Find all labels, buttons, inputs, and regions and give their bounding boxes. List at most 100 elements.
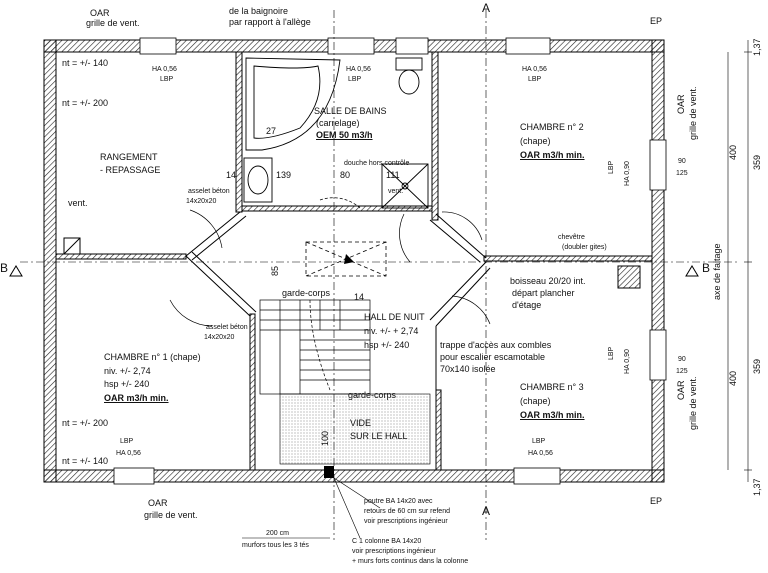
murs-forts-label: + murs forts continus dans la colonne xyxy=(352,558,469,565)
nt200-bottom: nt = +/- 200 xyxy=(62,418,109,428)
allege-label: par rapport à l'allège xyxy=(229,17,311,27)
vide-line1: VIDE xyxy=(350,418,372,428)
rangement-sub: - REPASSAGE xyxy=(100,165,161,175)
ch3-floor: (chape) xyxy=(520,396,551,406)
ha-label-2: HA 0,56 xyxy=(346,66,371,73)
asselet-2b: 14x20x20 xyxy=(204,334,235,341)
nt140-top: nt = +/- 140 xyxy=(62,58,109,68)
ha-label-1: HA 0,56 xyxy=(152,66,177,73)
section-b-left: B xyxy=(0,261,9,275)
lbp-label-5: LBP xyxy=(532,438,546,445)
voir-presc-2: voir prescriptions ingénieur xyxy=(352,548,436,555)
boisseau-label: boisseau 20/20 int. xyxy=(510,276,586,286)
dim-14-b: 14 xyxy=(354,292,365,302)
garde-corps-1: garde-corps xyxy=(282,288,331,298)
chevetre-label: chevêtre xyxy=(558,234,585,241)
vent-shower: vent. xyxy=(388,188,404,195)
detage-label: d'étage xyxy=(512,300,542,310)
dim-137-a: 1,37 xyxy=(752,38,762,56)
chimney xyxy=(617,265,641,289)
ch3-vent: OAR m3/h min. xyxy=(520,410,585,420)
oar-label-top: OAR xyxy=(90,8,110,18)
section-a-bottom: A xyxy=(482,504,491,518)
lbp-right-2: LBP xyxy=(608,346,615,360)
lbp-label-2: LBP xyxy=(348,76,362,83)
hall-name: HALL DE NUIT xyxy=(364,312,425,322)
lbp-label-1: LBP xyxy=(160,76,174,83)
ch3-name: CHAMBRE n° 3 xyxy=(520,382,584,392)
void-area xyxy=(279,393,431,465)
ch1-hsp: hsp +/- 240 xyxy=(104,379,150,389)
sdb-name: SALLE DE BAINS xyxy=(314,106,387,116)
dim-80: 80 xyxy=(340,170,351,180)
retours-label: retours de 60 cm sur refend xyxy=(364,508,450,515)
grille-right-1: grille de vent. xyxy=(688,86,698,140)
staircase xyxy=(259,299,371,395)
dim-100: 100 xyxy=(320,430,330,446)
grille-label-top: grille de vent. xyxy=(86,18,140,28)
oar-right-2: OAR xyxy=(676,380,686,400)
section-a-top: A xyxy=(482,1,491,15)
nt140-bottom: nt = +/- 140 xyxy=(62,456,109,466)
dim-85: 85 xyxy=(270,265,280,276)
windows xyxy=(113,37,667,485)
dim-137-b: 1,37 xyxy=(752,478,762,496)
ch2-name: CHAMBRE n° 2 xyxy=(520,122,584,132)
dim-359-a: 359 xyxy=(752,154,762,170)
dim-125-a: 125 xyxy=(676,170,688,177)
ep-label-top: EP xyxy=(650,16,663,26)
section-b-right: B xyxy=(702,261,711,275)
lbp-right-1: LBP xyxy=(608,160,615,174)
poutre-label: poutre BA 14x20 avec xyxy=(364,498,433,505)
sdb-floor: (carrelage) xyxy=(316,118,360,128)
oar-label-bottom: OAR xyxy=(148,498,168,508)
dim-139: 139 xyxy=(276,170,292,180)
nt200-top: nt = +/- 200 xyxy=(62,98,109,108)
ch2-floor: (chape) xyxy=(520,136,551,146)
escalier-label: pour escalier escamotable xyxy=(440,352,546,362)
dim-90-b: 90 xyxy=(678,356,686,363)
ha-right-2: HA 0,90 xyxy=(624,349,631,374)
vide-line2: SUR LE HALL xyxy=(350,431,408,441)
dim-400-a: 400 xyxy=(728,144,738,160)
colonne-label: C 1 colonne BA 14x20 xyxy=(352,538,422,545)
door-swings xyxy=(169,197,491,327)
hall-niv: niv. +/- + 2,74 xyxy=(364,326,419,336)
section-lines xyxy=(20,10,740,540)
ch1-name: CHAMBRE n° 1 (chape) xyxy=(104,352,201,362)
asselet-1a: asselet béton xyxy=(188,188,230,195)
oar-right-1: OAR xyxy=(676,94,686,114)
sdb-vent: OEM 50 m3/h xyxy=(316,130,373,140)
trappe-label: trappe d'accès aux combles xyxy=(440,340,552,350)
asselet-1b: 14x20x20 xyxy=(186,198,217,205)
dim-200: 200 cm xyxy=(266,530,289,537)
vent-rangement: vent. xyxy=(68,198,88,208)
dim-400-b: 400 xyxy=(728,370,738,386)
dim-359-b: 359 xyxy=(752,358,762,374)
ch2-vent: OAR m3/h min. xyxy=(520,150,585,160)
dim-14-a: 14 xyxy=(226,170,237,180)
baignoire-label: de la baignoire xyxy=(229,6,289,16)
murfors-label: murfors tous les 3 tés xyxy=(242,542,309,549)
axe-faitage: axe de faitage xyxy=(712,243,722,300)
rangement-name: RANGEMENT xyxy=(100,152,158,162)
grille-right-2: grille de vent. xyxy=(688,376,698,430)
dim-125-b: 125 xyxy=(676,368,688,375)
column-post xyxy=(324,466,334,478)
isolee-label: 70x140 isolée xyxy=(440,364,496,374)
ha-label-4: HA 0,56 xyxy=(116,450,141,457)
hall-hsp: hsp +/- 240 xyxy=(364,340,410,350)
grille-label-bottom: grille de vent. xyxy=(144,510,198,520)
dim-111: 111 xyxy=(386,170,400,180)
right-dimension xyxy=(727,40,752,482)
dim-90-a: 90 xyxy=(678,158,686,165)
depart-label: départ plancher xyxy=(512,288,575,298)
ch1-niv: niv. +/- 2,74 xyxy=(104,366,151,376)
ha-label-3: HA 0,56 xyxy=(522,66,547,73)
lbp-label-4: LBP xyxy=(120,438,134,445)
lbp-label-3: LBP xyxy=(528,76,542,83)
ep-label-bottom: EP xyxy=(650,496,663,506)
douche-label: douche hors contrôle xyxy=(344,160,410,167)
ha-label-5: HA 0,56 xyxy=(528,450,553,457)
